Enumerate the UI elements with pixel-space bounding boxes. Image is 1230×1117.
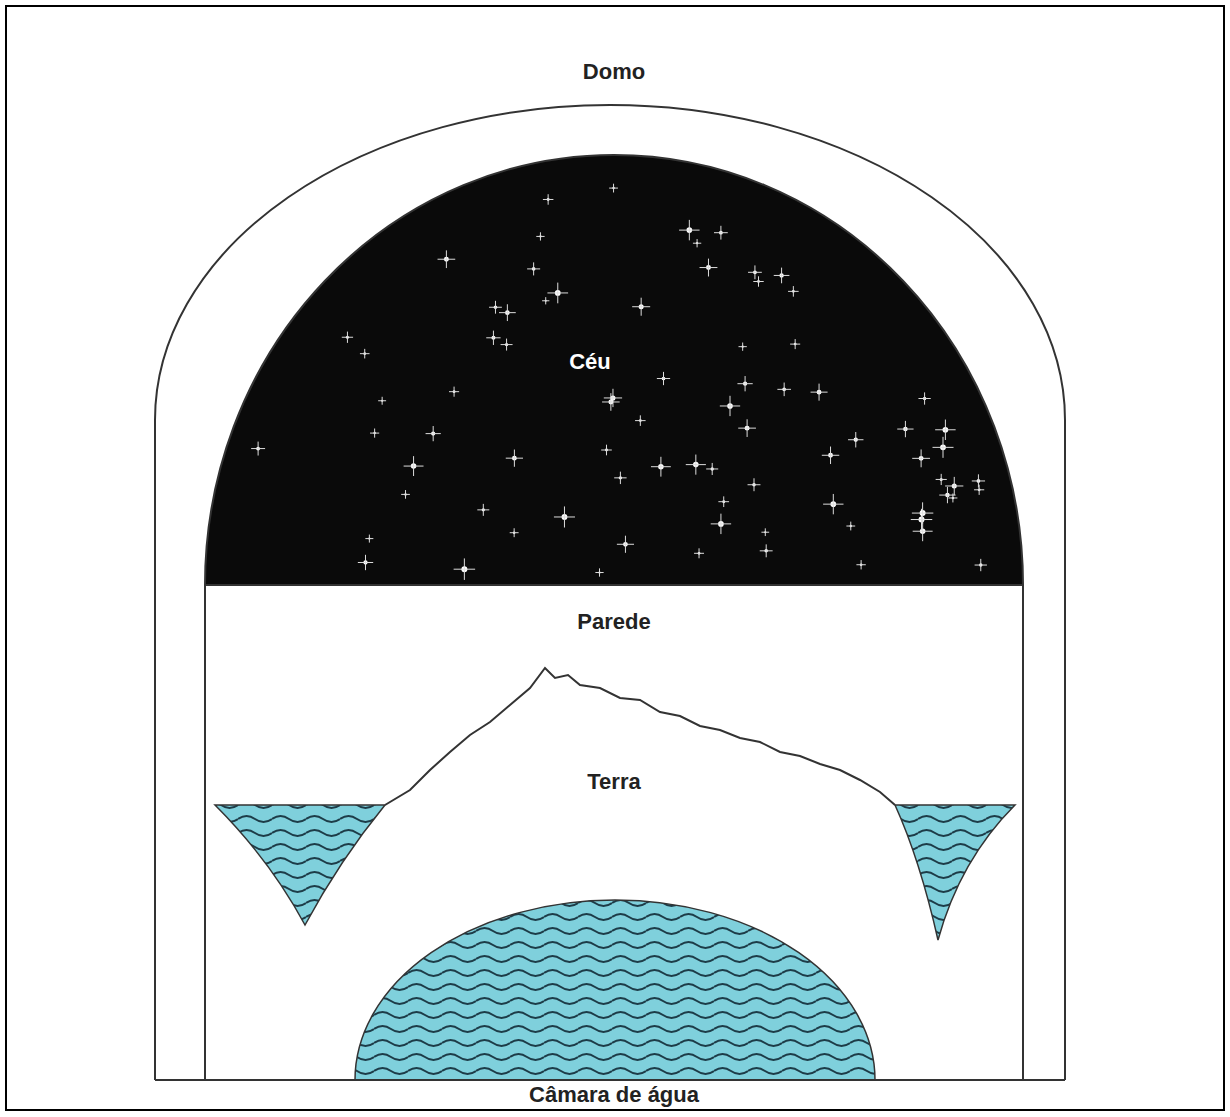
star-ray — [714, 226, 728, 240]
star-ray — [604, 389, 622, 407]
region-label: Céu — [569, 349, 611, 375]
star-ray — [738, 419, 756, 437]
star-ray — [700, 259, 718, 277]
star-ray — [454, 558, 476, 580]
wall-line — [1022, 585, 1024, 1080]
star-ray — [711, 514, 731, 534]
sea-right — [895, 805, 1015, 940]
star-ray — [370, 429, 379, 438]
star-ray — [542, 297, 549, 304]
star-ray — [602, 393, 620, 411]
star-ray — [933, 437, 954, 458]
star-ray — [536, 232, 544, 240]
star-ray — [506, 450, 523, 467]
star-ray — [739, 343, 747, 351]
star-ray — [706, 463, 718, 475]
star-ray — [378, 397, 386, 405]
star-ray — [404, 456, 424, 476]
star-ray — [748, 478, 761, 491]
star-ray — [614, 472, 626, 484]
star-ray — [358, 555, 373, 570]
star-ray — [554, 506, 575, 527]
star-ray — [913, 521, 933, 541]
star-ray — [342, 332, 353, 343]
star-ray — [788, 286, 799, 297]
star-ray — [477, 504, 489, 516]
star-ray — [822, 447, 839, 464]
star-ray — [510, 528, 519, 537]
sky — [205, 155, 1023, 585]
star-ray — [897, 421, 913, 437]
star-ray — [686, 455, 706, 475]
star-ray — [360, 349, 370, 359]
wall-line — [204, 585, 206, 1080]
mountain-outline — [385, 668, 895, 805]
star-ray — [912, 449, 930, 467]
star-ray — [635, 415, 646, 426]
star-ray — [543, 194, 554, 205]
star-ray — [811, 384, 828, 401]
star-ray — [251, 442, 265, 456]
star-ray — [911, 509, 932, 530]
star-ray — [974, 485, 984, 495]
ground-line — [155, 1079, 1065, 1081]
star-ray — [501, 339, 513, 351]
star-ray — [694, 548, 704, 558]
star-ray — [856, 560, 865, 569]
region-label: Parede — [577, 609, 650, 635]
water-chamber — [355, 900, 875, 1080]
star-ray — [777, 383, 791, 397]
star-ray — [679, 220, 699, 240]
star-ray — [617, 536, 634, 553]
star-ray — [720, 396, 740, 416]
star-ray — [651, 457, 671, 477]
star-ray — [761, 528, 769, 536]
star-ray — [426, 426, 441, 441]
dome-outline — [155, 105, 1065, 1080]
star-ray — [935, 420, 955, 440]
star-ray — [486, 331, 500, 345]
star-ray — [438, 250, 456, 268]
region-label: Câmara de água — [529, 1082, 699, 1108]
star-ray — [718, 496, 729, 507]
star-ray — [912, 502, 933, 523]
star-ray — [609, 184, 618, 193]
star-ray — [760, 544, 773, 557]
star-ray — [748, 265, 762, 279]
stars — [251, 184, 987, 580]
star-ray — [365, 535, 373, 543]
star-ray — [601, 445, 612, 456]
region-label: Terra — [587, 769, 640, 795]
star-ray — [657, 372, 670, 385]
star-ray — [790, 339, 800, 349]
star-ray — [632, 298, 650, 316]
star-ray — [972, 474, 985, 487]
sea-left — [215, 805, 385, 925]
star-ray — [737, 376, 752, 391]
star-ray — [595, 568, 603, 576]
star-ray — [939, 487, 955, 503]
star-ray — [693, 239, 701, 247]
star-ray — [918, 392, 930, 404]
region-label: Domo — [583, 59, 645, 85]
star-ray — [449, 387, 459, 397]
star-ray — [823, 494, 843, 514]
star-ray — [848, 432, 863, 447]
star-ray — [936, 474, 947, 485]
star-ray — [975, 559, 987, 571]
star-ray — [774, 268, 790, 284]
frame — [6, 6, 1224, 1110]
star-ray — [846, 522, 855, 531]
star-ray — [489, 301, 502, 314]
star-ray — [547, 283, 568, 304]
star-ray — [527, 262, 540, 275]
star-ray — [401, 490, 410, 499]
